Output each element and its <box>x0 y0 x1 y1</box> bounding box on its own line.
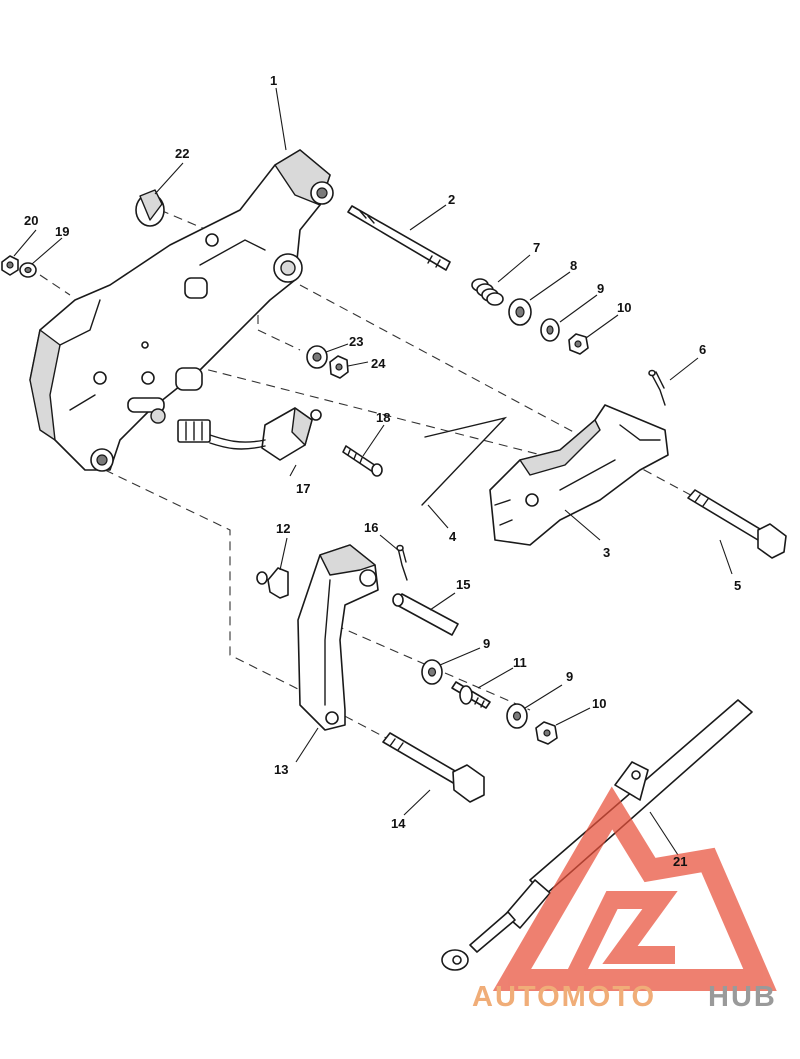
part-9-washer-lower <box>506 703 528 729</box>
callout-5: 5 <box>734 578 741 593</box>
callout-22: 22 <box>175 146 189 161</box>
callout-11: 11 <box>513 655 527 670</box>
watermark-word-2: HUB <box>708 981 777 1013</box>
watermark-word-1: AUTOMOTO <box>472 981 656 1013</box>
part-10-nut-upper <box>568 333 589 355</box>
callout-labels: 1 2 3 4 5 6 7 8 9 10 9 11 9 10 12 13 14 … <box>24 73 741 869</box>
part-9-washer-upper <box>540 318 560 342</box>
callout-10-upper: 10 <box>617 300 631 315</box>
part-18-screw <box>342 445 383 477</box>
watermark-logo <box>492 786 777 991</box>
callout-15: 15 <box>456 577 470 592</box>
callout-4: 4 <box>449 529 457 544</box>
callout-3: 3 <box>603 545 610 560</box>
part-10-nut-lower <box>535 721 558 745</box>
callout-2: 2 <box>448 192 455 207</box>
callout-14: 14 <box>391 816 406 831</box>
part-3-lever <box>489 404 669 546</box>
callout-20: 20 <box>24 213 38 228</box>
callout-21: 21 <box>673 854 687 869</box>
part-13-arm <box>297 544 379 731</box>
callout-7: 7 <box>533 240 540 255</box>
part-7-spring <box>471 278 504 306</box>
part-8-washer <box>508 298 532 326</box>
callout-6: 6 <box>699 342 706 357</box>
part-15-pin <box>392 593 459 636</box>
part-11-stud <box>451 681 491 709</box>
part-14-bolt <box>382 732 485 803</box>
callout-12: 12 <box>276 521 290 536</box>
callout-23: 23 <box>349 334 363 349</box>
part-20-nut <box>1 255 19 276</box>
callout-13: 13 <box>274 762 288 777</box>
part-17-switch <box>177 407 322 461</box>
callout-9-lower: 9 <box>566 669 573 684</box>
callout-18: 18 <box>376 410 390 425</box>
callout-19: 19 <box>55 224 69 239</box>
callout-24: 24 <box>371 356 386 371</box>
part-12-pin <box>256 567 289 599</box>
part-1-main-bracket <box>29 149 334 472</box>
part-6-cotter-pin <box>648 369 666 406</box>
leader-lines <box>13 87 733 856</box>
callout-8: 8 <box>570 258 577 273</box>
part-5-bolt <box>687 489 787 559</box>
part-23-washer <box>306 345 328 369</box>
callout-9-middle: 9 <box>483 636 490 651</box>
callout-1: 1 <box>270 73 277 88</box>
part-9-washer-middle <box>421 659 443 685</box>
part-2-pin <box>347 205 451 271</box>
part-19-washer <box>19 262 37 278</box>
part-16-cotter-pin <box>396 544 408 581</box>
callout-9-upper: 9 <box>597 281 604 296</box>
callout-17: 17 <box>296 481 310 496</box>
part-24-nut <box>329 355 349 379</box>
part-22-bushing <box>135 189 165 227</box>
part-4-wire-spring <box>421 416 508 506</box>
callout-10-lower: 10 <box>592 696 606 711</box>
callout-16: 16 <box>364 520 378 535</box>
